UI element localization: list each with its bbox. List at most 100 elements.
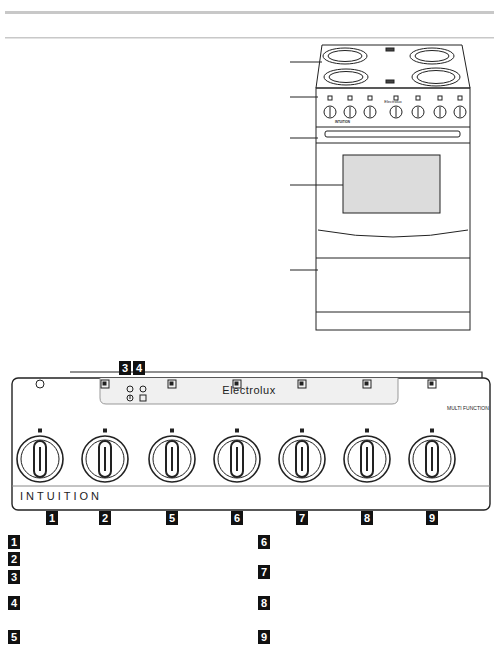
- mini-knob: [364, 106, 376, 118]
- knobs: [17, 380, 455, 482]
- mini-knob-grip: [440, 107, 441, 117]
- callout-text: 6: [261, 536, 267, 548]
- callout-number: 5: [8, 630, 20, 644]
- knob-ring: [153, 440, 191, 478]
- mini-icon: [416, 96, 420, 100]
- knob-mark: [431, 447, 433, 471]
- callout-text: 1: [49, 512, 55, 524]
- function-icon-mark: [430, 382, 433, 385]
- mini-icon: [458, 96, 462, 100]
- callout-number: 7: [258, 565, 270, 579]
- knob-ring: [21, 440, 59, 478]
- knob-dot: [236, 429, 239, 432]
- brand-name: Electrolux: [222, 384, 275, 397]
- mini-knob-grip: [396, 107, 397, 117]
- knob: [214, 436, 260, 482]
- mini-knob: [344, 106, 356, 118]
- mini-knob: [412, 106, 424, 118]
- mini-knob: [454, 106, 466, 118]
- callout-number: 4: [8, 596, 20, 610]
- callout-text: 2: [102, 512, 108, 524]
- knob: [409, 436, 455, 482]
- callout-text: 9: [261, 631, 267, 643]
- callout-text: 2: [11, 553, 17, 565]
- callout-text: 3: [11, 571, 17, 583]
- knob-grip: [34, 441, 46, 477]
- mini-knob-grip: [330, 107, 331, 117]
- callout-text: 5: [11, 631, 17, 643]
- knob-dot: [39, 429, 42, 432]
- function-icon: [363, 380, 371, 388]
- callout-number: 5: [166, 511, 178, 525]
- knob-grip: [99, 441, 111, 477]
- callout-number: 2: [99, 511, 111, 525]
- callout-text: 8: [261, 597, 267, 609]
- callout-text: 1: [11, 536, 17, 548]
- mini-knob: [390, 106, 402, 118]
- knob-ring: [283, 440, 321, 478]
- callout-number: 3: [119, 361, 131, 375]
- callout-number: 6: [231, 511, 243, 525]
- knob-ring: [413, 440, 451, 478]
- knob-grip: [231, 441, 243, 477]
- knob-ring: [86, 440, 124, 478]
- callout-text: 7: [299, 512, 305, 524]
- knob: [17, 436, 63, 482]
- callout-number: 3: [8, 570, 20, 584]
- knob-ring: [218, 440, 256, 478]
- mini-knob-grip: [418, 107, 419, 117]
- knob-grip: [426, 441, 438, 477]
- callout-text: 3: [122, 362, 128, 374]
- knob-mark: [236, 447, 238, 471]
- header-rules: [5, 11, 494, 39]
- knob-dot: [104, 429, 107, 432]
- mini-brand: Electrolux: [384, 99, 402, 105]
- knob: [279, 436, 325, 482]
- knob-grip: [361, 441, 373, 477]
- function-icon: [428, 380, 436, 388]
- callout-number: 1: [46, 511, 58, 525]
- knob-dot: [431, 429, 434, 432]
- callout-number: 2: [8, 552, 20, 566]
- knob-ring: [348, 440, 386, 478]
- callout-number: 7: [296, 511, 308, 525]
- knob-dot: [171, 429, 174, 432]
- knob-dot: [366, 429, 369, 432]
- cooker-drawing: [316, 45, 470, 330]
- callout-number: 8: [361, 511, 373, 525]
- mini-logo: INTUITION: [335, 120, 350, 125]
- mini-icon: [438, 96, 442, 100]
- callout-number: 9: [258, 630, 270, 644]
- mini-icon: [368, 96, 372, 100]
- function-icon-mark: [170, 382, 173, 385]
- knob-mark: [104, 447, 106, 471]
- mini-icon: [348, 96, 352, 100]
- callout-number: 8: [258, 596, 270, 610]
- knob-mark: [366, 447, 368, 471]
- knob-grip: [166, 441, 178, 477]
- knob-mark: [39, 447, 41, 471]
- panel-label: MULTI FUNCTION: [447, 405, 489, 412]
- function-icon: [101, 380, 109, 388]
- knob-mark: [301, 447, 303, 471]
- mini-knob: [324, 106, 336, 118]
- mini-icon: [328, 96, 332, 100]
- knob: [149, 436, 195, 482]
- mini-knob-grip: [370, 107, 371, 117]
- logo-text: INTUITION: [20, 490, 102, 503]
- mini-knobs: [324, 96, 466, 118]
- mini-knob-grip: [350, 107, 351, 117]
- function-icon: [168, 380, 176, 388]
- callout-number: 6: [258, 535, 270, 549]
- function-icon-mark: [300, 382, 303, 385]
- knob: [344, 436, 390, 482]
- knob: [82, 436, 128, 482]
- callout-text: 6: [234, 512, 240, 524]
- callout-text: 9: [429, 512, 435, 524]
- function-icon-mark: [365, 382, 368, 385]
- function-icon: [298, 380, 306, 388]
- callout-text: 8: [364, 512, 370, 524]
- callout-text: 5: [169, 512, 175, 524]
